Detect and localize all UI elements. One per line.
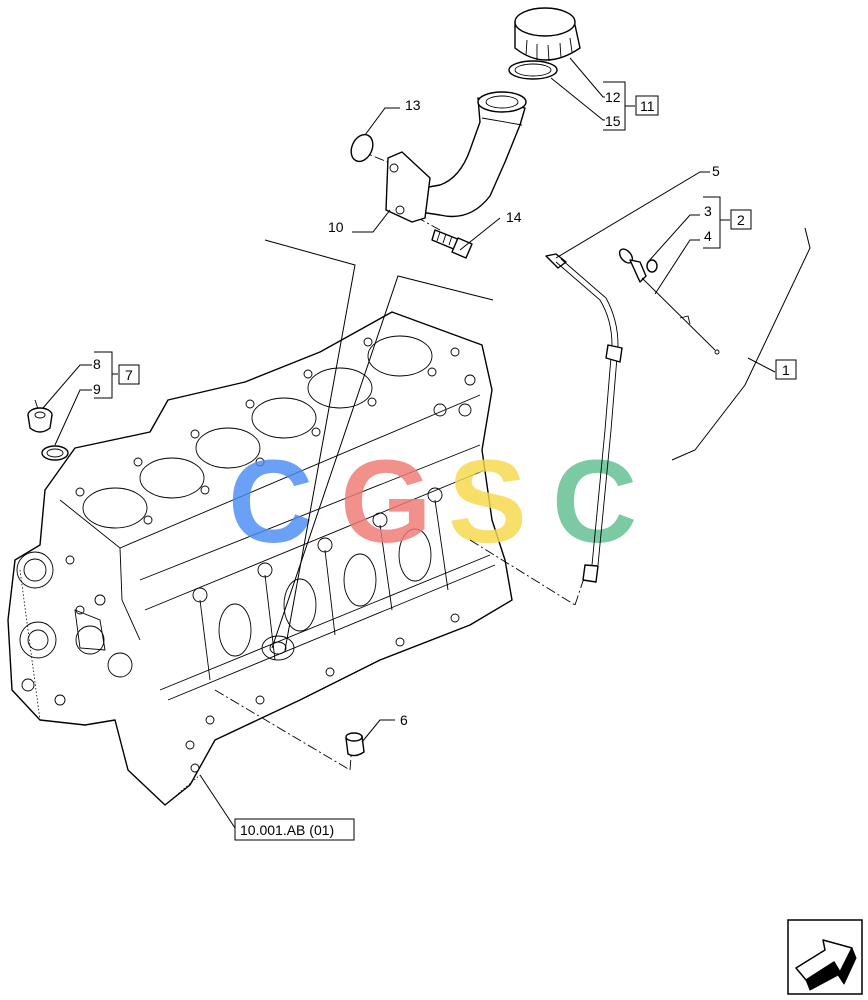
callout-3: 3 (704, 203, 712, 219)
callout-5: 5 (712, 163, 720, 179)
callout-box-11 (635, 95, 659, 116)
callout-8: 8 (93, 356, 101, 372)
watermark-letter-3: S (448, 436, 527, 568)
watermark-letter-4: C (552, 436, 637, 568)
callout-box-7 (118, 364, 140, 385)
callout-12: 12 (605, 89, 621, 105)
bolt (431, 229, 473, 259)
callout-1: 1 (782, 362, 790, 378)
callout-6: 6 (400, 712, 408, 728)
watermark-letter-2: G (340, 436, 432, 568)
callout-box-2 (730, 209, 752, 230)
callout-7: 7 (125, 367, 133, 383)
filler-cap (514, 7, 581, 62)
callout-15: 15 (605, 113, 621, 129)
reference-box[interactable] (234, 818, 355, 841)
callout-4: 4 (704, 228, 712, 244)
dipstick (618, 248, 720, 355)
plug (27, 407, 53, 433)
callout-box-1 (775, 359, 797, 380)
callout-2: 2 (737, 212, 745, 228)
engine-block (7, 311, 513, 806)
reference-link[interactable]: 10.001.AB (01) (240, 822, 334, 838)
cylinder-bores (82, 335, 433, 529)
callout-14: 14 (506, 209, 522, 225)
dipstick-o-ring (646, 259, 658, 273)
dipstick-tube (545, 253, 623, 583)
o-ring (350, 133, 374, 163)
callout-13: 13 (405, 97, 421, 113)
watermark: C G S C (228, 436, 637, 568)
dowel (345, 732, 365, 757)
washer (41, 445, 69, 461)
callout-11: 11 (640, 98, 655, 114)
next-page-arrow-icon[interactable] (787, 919, 863, 995)
callout-10: 10 (328, 219, 344, 235)
filler-tube (385, 91, 527, 223)
callout-9: 9 (93, 381, 101, 397)
bolt-holes (75, 337, 476, 525)
watermark-letter-1: C (228, 436, 313, 568)
